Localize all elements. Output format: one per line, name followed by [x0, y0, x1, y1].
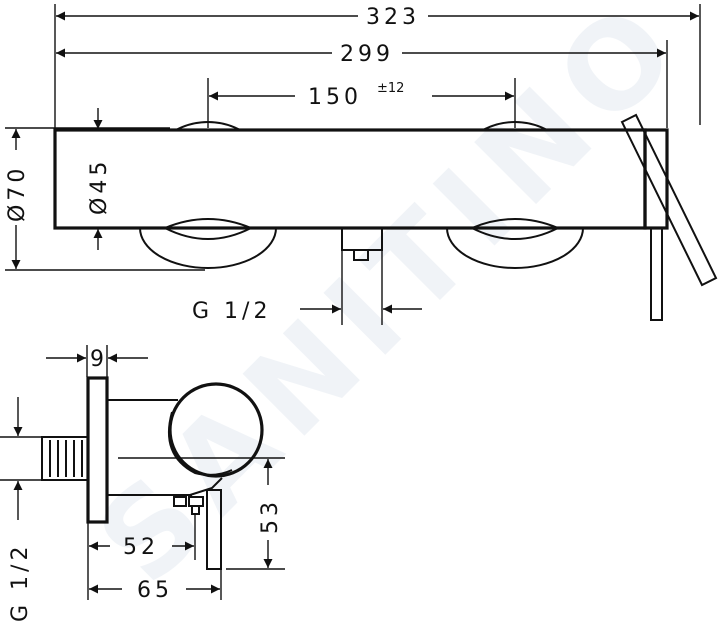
dim-53-label: 53: [258, 498, 283, 534]
escutcheon-left-top: [175, 121, 241, 131]
handle-hub: [643, 128, 669, 230]
front-view: 323 299 150 ±12: [5, 4, 718, 325]
dim-65-label: 65: [137, 578, 173, 603]
dimension-52: 52: [87, 514, 196, 600]
dimension-65: 65: [89, 569, 222, 603]
dimension-inlet-thread: G 1/2: [0, 397, 42, 622]
escutcheon-right-top: [482, 121, 548, 131]
dimension-outlet-thread: G 1/2: [192, 299, 422, 324]
dimension-53: 53: [258, 459, 283, 568]
dimension-150: 150 ±12: [209, 81, 514, 110]
dim-150-label: 150: [308, 85, 362, 110]
dim-outlet-thread-label: G 1/2: [192, 299, 271, 324]
dimension-9: 9: [46, 345, 148, 377]
lever-rotated: [620, 113, 718, 287]
dim-dia70-label: Ø70: [5, 165, 30, 222]
dim-inlet-thread-label: G 1/2: [8, 543, 33, 622]
escutcheon-left: [139, 227, 277, 269]
dim-150-tolerance: ±12: [377, 81, 404, 96]
dim-dia45-label: Ø45: [87, 158, 112, 215]
dim-52-label: 52: [123, 535, 159, 560]
dimension-299: 299: [56, 42, 666, 67]
dimension-dia70: Ø70: [5, 127, 205, 271]
dim-323-label: 323: [366, 5, 420, 30]
escutcheon-right: [446, 227, 584, 269]
dimension-dia45: Ø45: [87, 108, 112, 250]
handle-hub-side: [168, 382, 264, 478]
dim-299-label: 299: [340, 42, 394, 67]
inlet-thread: [41, 436, 89, 481]
dimension-323: 323: [56, 5, 699, 30]
lever: [650, 227, 663, 321]
dim-9-label: 9: [90, 347, 104, 372]
side-view: 9 G 1/2: [0, 345, 285, 622]
lever-side: [206, 489, 222, 570]
